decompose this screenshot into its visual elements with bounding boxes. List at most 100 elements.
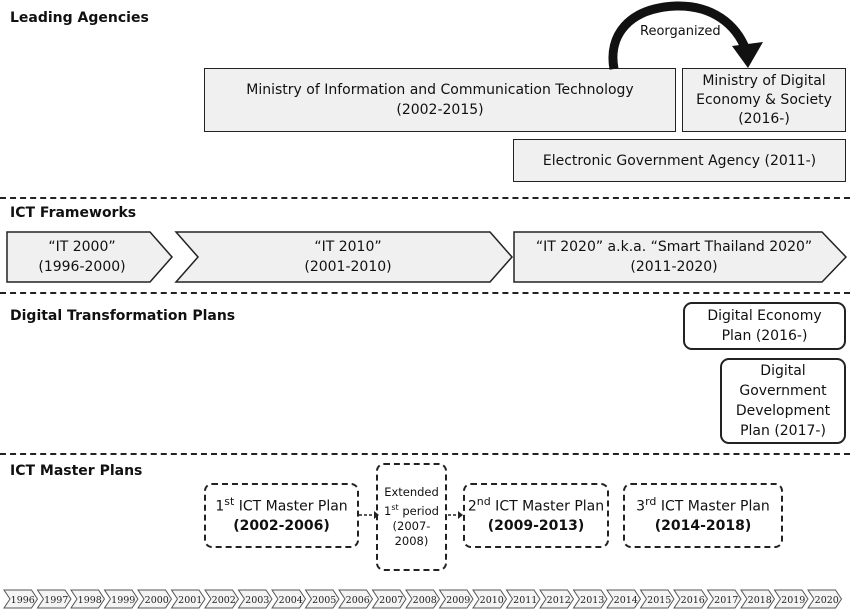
- timeline-year-2009: 2009: [438, 589, 474, 609]
- section-title-leading-agencies: Leading Agencies: [10, 10, 149, 26]
- mict-years: (2002-2015): [396, 102, 484, 118]
- timeline-year-2012: 2012: [539, 589, 575, 609]
- timeline-year-2003: 2003: [237, 589, 273, 609]
- timeline-year-label: 1999: [111, 595, 135, 606]
- p1-title: 1st ICT Master Plan: [215, 495, 348, 515]
- framework-chevron-it2000: [6, 231, 173, 283]
- p1-years: (2002-2006): [233, 517, 330, 534]
- master-plan-connectors: [359, 511, 463, 519]
- timeline-year-2016: 2016: [673, 589, 709, 609]
- section-title-digital-transformation-plans: Digital Transformation Plans: [10, 308, 236, 324]
- timeline-year-label: 2006: [346, 595, 370, 606]
- timeline-year-label: 2008: [413, 595, 437, 606]
- timeline-year-label: 2011: [513, 595, 537, 606]
- timeline-year-label: 2002: [212, 595, 236, 606]
- digital-government-development-plan-box: Digital Government Development Plan (201…: [720, 358, 846, 444]
- timeline-year-label: 1996: [11, 595, 35, 606]
- timeline-year-label: 2018: [748, 595, 772, 606]
- timeline-year-1998: 1998: [70, 589, 106, 609]
- timeline-year-label: 2012: [547, 595, 571, 606]
- dep-line2: Plan (2016-): [721, 328, 808, 344]
- dgdp-line3: Development: [735, 403, 831, 419]
- dgdp-line4: Plan (2017-): [740, 423, 826, 439]
- first-ict-master-plan-box: 1st ICT Master Plan (2002-2006): [204, 483, 359, 548]
- timeline-year-2019: 2019: [773, 589, 809, 609]
- timeline-year-label: 2019: [781, 595, 805, 606]
- timeline-year-1996: 1996: [3, 589, 39, 609]
- dgdp-line1: Digital: [760, 363, 806, 379]
- year-timeline: 1996 1997 1998 1999 2000 2001 2002 2003 2004 2005…: [3, 589, 843, 609]
- p3-years: (2014-2018): [654, 517, 752, 534]
- timeline-year-2000: 2000: [137, 589, 173, 609]
- timeline-year-2020: 2020: [807, 589, 843, 609]
- timeline-year-label: 2000: [145, 595, 169, 606]
- mdes-line1: Ministry of Digital: [702, 72, 826, 89]
- ega-label: Electronic Government Agency (2011-): [542, 152, 817, 169]
- p2-title: 2nd ICT Master Plan: [467, 495, 605, 515]
- section-title-ict-master-plans: ICT Master Plans: [10, 463, 143, 479]
- timeline-year-label: 2005: [312, 595, 336, 606]
- ext-line2: 1st period: [384, 503, 439, 518]
- timeline-year-label: 2007: [379, 595, 403, 606]
- timeline-year-label: 2010: [480, 595, 504, 606]
- timeline-year-label: 1997: [44, 595, 68, 606]
- timeline-year-2001: 2001: [170, 589, 206, 609]
- framework-name: “IT 2010”: [314, 239, 382, 255]
- ext-years1: (2007-: [392, 518, 431, 533]
- timeline-year-label: 2013: [580, 595, 604, 606]
- timeline-year-2004: 2004: [271, 589, 307, 609]
- timeline-year-label: 2014: [614, 595, 638, 606]
- timeline-year-2014: 2014: [606, 589, 642, 609]
- timeline-year-1997: 1997: [36, 589, 72, 609]
- timeline-year-label: 2020: [815, 595, 839, 606]
- timeline-year-1999: 1999: [103, 589, 139, 609]
- mdes-line2: Economy & Society: [696, 91, 832, 108]
- dep-line1: Digital Economy: [707, 308, 822, 324]
- ext-line1: Extended: [384, 485, 439, 500]
- timeline-year-2011: 2011: [505, 589, 541, 609]
- ext-years2: 2008): [394, 533, 429, 548]
- section-divider: [0, 292, 850, 294]
- section-divider: [0, 197, 850, 199]
- dgdp-line2: Government: [739, 383, 827, 399]
- reorganized-label: Reorganized: [640, 24, 721, 39]
- timeline-year-label: 2004: [279, 595, 303, 606]
- timeline-year-2013: 2013: [572, 589, 608, 609]
- ega-box: Electronic Government Agency (2011-): [513, 139, 846, 182]
- mdes-years: (2016-): [738, 110, 790, 127]
- section-title-ict-frameworks: ICT Frameworks: [10, 205, 137, 221]
- timeline-year-2002: 2002: [204, 589, 240, 609]
- timeline-year-2005: 2005: [304, 589, 340, 609]
- timeline-year-label: 2001: [178, 595, 202, 606]
- timeline-year-2015: 2015: [639, 589, 675, 609]
- framework-name: “IT 2020” a.k.a. “Smart Thailand 2020”: [535, 239, 813, 255]
- timeline-year-label: 2017: [714, 595, 738, 606]
- timeline-year-label: 2016: [681, 595, 705, 606]
- timeline-year-label: 2003: [245, 595, 269, 606]
- timeline-year-2018: 2018: [740, 589, 776, 609]
- framework-it2020: “IT 2020” a.k.a. “Smart Thailand 2020” (…: [514, 232, 834, 282]
- timeline-year-2017: 2017: [706, 589, 742, 609]
- section-divider: [0, 453, 850, 455]
- framework-years: (2011-2020): [630, 259, 718, 275]
- timeline-year-2006: 2006: [338, 589, 374, 609]
- mict-name: Ministry of Information and Communicatio…: [246, 82, 634, 98]
- timeline-year-label: 1998: [78, 595, 102, 606]
- timeline-year-label: 2009: [446, 595, 470, 606]
- timeline-year-label: 2015: [647, 595, 671, 606]
- second-ict-master-plan-box: 2nd ICT Master Plan (2009-2013): [463, 483, 609, 548]
- framework-it2010: “IT 2010” (2001-2010): [198, 232, 498, 282]
- timeline-year-2008: 2008: [405, 589, 441, 609]
- framework-name: “IT 2000”: [48, 239, 116, 255]
- framework-chevron-it2010: [174, 231, 513, 283]
- p2-years: (2009-2013): [487, 517, 585, 534]
- timeline-year-2010: 2010: [472, 589, 508, 609]
- framework-it2000: “IT 2000” (1996-2000): [7, 232, 157, 282]
- p3-title: 3rd ICT Master Plan: [636, 495, 770, 515]
- framework-chevron-it2020: [513, 231, 848, 283]
- framework-years: (2001-2010): [304, 259, 392, 275]
- timeline-year-2007: 2007: [371, 589, 407, 609]
- reorganized-arrow: [608, 1, 763, 70]
- frameworks-chevrons: [6, 231, 848, 283]
- third-ict-master-plan-box: 3rd ICT Master Plan (2014-2018): [623, 483, 783, 548]
